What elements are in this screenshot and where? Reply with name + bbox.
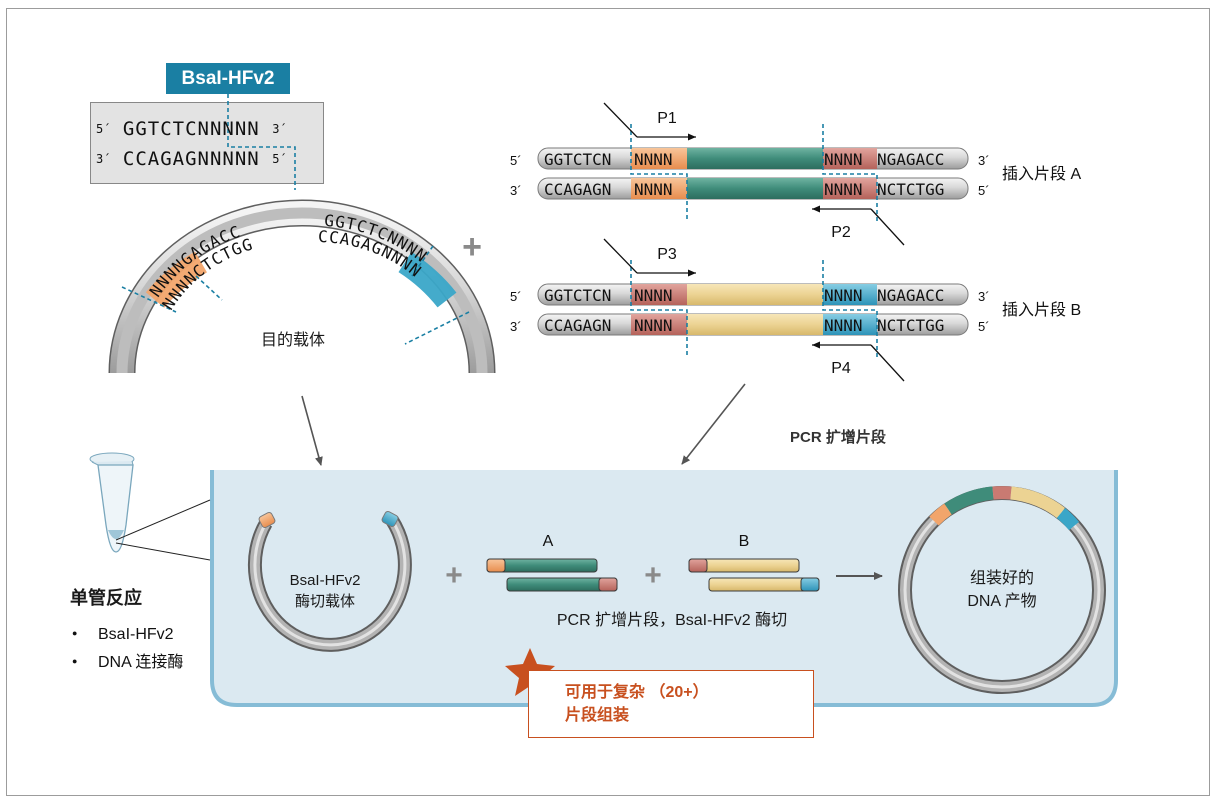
fragment-b: B bbox=[688, 533, 820, 592]
site-bottom-3prime: 3´ bbox=[96, 152, 111, 166]
insert-a-bottom-3prime: 3´ bbox=[510, 183, 522, 198]
reaction-components: BsaI-HFv2 DNA 连接酶 bbox=[72, 620, 183, 676]
insert-a-bottom-left: CCAGAGN bbox=[544, 180, 611, 199]
insert-a-top-right: NGAGACC bbox=[877, 150, 944, 169]
site-top-5prime: 5´ bbox=[96, 122, 111, 136]
insert-a-bottom-right: NCTCTGG bbox=[877, 180, 944, 199]
site-top-seq: GGTCTCNNNNN bbox=[122, 118, 260, 140]
insert-b-top-5prime: 5´ bbox=[510, 289, 522, 304]
insert-b-bottom-5prime: 5´ bbox=[978, 319, 990, 334]
insert-b-top-oh-right: NNNN bbox=[824, 286, 863, 305]
component-enzyme: BsaI-HFv2 bbox=[72, 620, 183, 648]
target-vector: NNNNGAGACC NNNNCTCTGG GGTCTCNNNN CCAGAGN… bbox=[108, 199, 496, 374]
component-ligase: DNA 连接酶 bbox=[72, 648, 183, 676]
insert-a-top-3prime: 3´ bbox=[978, 153, 990, 168]
product-line1: 组装好的 bbox=[970, 569, 1034, 587]
digested-vector: BsaI-HFv2 酶切载体 bbox=[247, 510, 412, 652]
insert-a: P1 P2 5´ GGTCTCN NNNN NNNN NGAGACC 3´ 3´… bbox=[510, 102, 1081, 246]
site-top-strand: 5´ GGTCTCNNNNN 3´ bbox=[96, 118, 287, 140]
arrow-vector-down bbox=[301, 395, 323, 466]
insert-a-top-5prime: 5´ bbox=[510, 153, 522, 168]
pcr-label: PCR 扩增片段 bbox=[790, 428, 886, 446]
insert-b-bottom-oh-left: NNNN bbox=[634, 316, 673, 335]
insert-b-top-left: GGTCTCN bbox=[544, 286, 611, 305]
primer-p2: P2 bbox=[831, 224, 851, 241]
assembled-product: 组装好的 DNA 产物 bbox=[898, 486, 1106, 694]
fragment-a-label: A bbox=[543, 533, 554, 550]
site-bottom-seq: CCAGAGNNNNN bbox=[122, 148, 260, 170]
reaction-title: 单管反应 bbox=[70, 588, 142, 608]
insert-b-bottom-right: NCTCTGG bbox=[877, 316, 944, 335]
callout-text: 可用于复杂 （20+） 片段组装 bbox=[565, 681, 709, 727]
insert-b-label: 插入片段 B bbox=[1002, 301, 1081, 319]
insert-b-top-right: NGAGACC bbox=[877, 286, 944, 305]
site-top-3prime: 3´ bbox=[272, 122, 287, 136]
insert-a-bottom-oh-right: NNNN bbox=[824, 180, 863, 199]
fragment-b-label: B bbox=[739, 533, 750, 550]
site-bottom-5prime: 5´ bbox=[272, 152, 287, 166]
fragments-caption: PCR 扩增片段，BsaI-HFv2 酶切 bbox=[557, 611, 787, 629]
digested-vector-line1: BsaI-HFv2 bbox=[290, 572, 361, 589]
primer-p3: P3 bbox=[657, 246, 677, 263]
site-bottom-strand: 3´ CCAGAGNNNNN 5´ bbox=[96, 148, 287, 170]
insert-b-bottom-3prime: 3´ bbox=[510, 319, 522, 334]
plus-sign-top: + bbox=[462, 228, 482, 266]
insert-b-top-3prime: 3´ bbox=[978, 289, 990, 304]
insert-a-top-oh-left: NNNN bbox=[634, 150, 673, 169]
insert-b-bottom-oh-right: NNNN bbox=[824, 316, 863, 335]
insert-a-bottom-oh-left: NNNN bbox=[634, 180, 673, 199]
recognition-site-box bbox=[90, 102, 324, 184]
product-line2: DNA 产物 bbox=[967, 592, 1036, 610]
complex-assembly-callout: 可用于复杂 （20+） 片段组装 bbox=[528, 670, 814, 738]
primer-p1: P1 bbox=[657, 110, 677, 127]
insert-b-bottom-left: CCAGAGN bbox=[544, 316, 611, 335]
insert-b-top-oh-left: NNNN bbox=[634, 286, 673, 305]
insert-a-top-left: GGTCTCN bbox=[544, 150, 611, 169]
vector-label: 目的载体 bbox=[261, 331, 325, 349]
insert-a-bottom-5prime: 5´ bbox=[978, 183, 990, 198]
insert-b: P3 P4 5´ GGTCTCN NNNN NNNN NGAGACC 3´ 3´… bbox=[510, 238, 1081, 382]
primer-p4: P4 bbox=[831, 360, 851, 377]
bsai-site-label: BsaI-HFv2 bbox=[166, 63, 290, 94]
insert-a-label: 插入片段 A bbox=[1002, 165, 1081, 183]
arrow-inserts-down bbox=[681, 383, 746, 465]
callout-line1: 可用于复杂 （20+） bbox=[565, 684, 709, 701]
page-frame bbox=[6, 8, 1210, 796]
digested-vector-line2: 酶切载体 bbox=[295, 593, 355, 610]
fragment-a: A bbox=[486, 533, 618, 592]
vector-orange-overhang bbox=[145, 251, 208, 308]
plus-sign-mid2: + bbox=[644, 559, 662, 592]
plus-sign-mid1: + bbox=[445, 559, 463, 592]
callout-line2: 片段组装 bbox=[565, 707, 630, 724]
insert-a-top-oh-right: NNNN bbox=[824, 150, 863, 169]
vector-blue-overhang bbox=[398, 251, 457, 308]
microtube-icon bbox=[89, 452, 211, 561]
